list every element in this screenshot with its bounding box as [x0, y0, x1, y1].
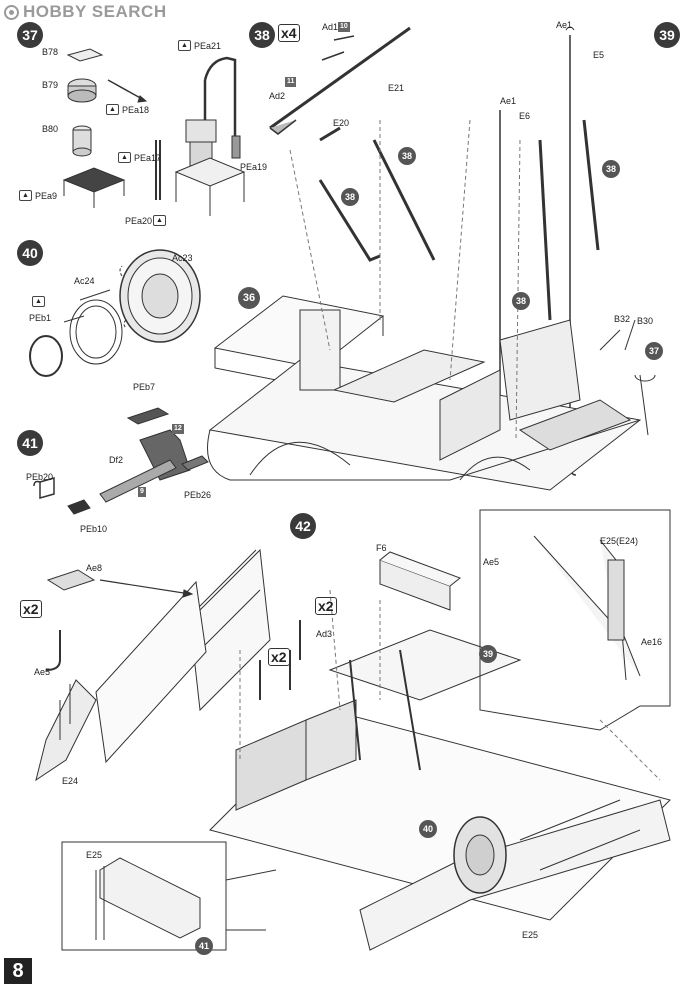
part-label: PEa17 [134, 153, 162, 163]
part-label: Ae5 [483, 557, 500, 567]
multiplier-badge: x2 [268, 648, 290, 666]
brand-logo[interactable]: HOBBY SEARCH [4, 2, 167, 22]
part-label: Ac23 [172, 253, 193, 263]
part-label: E20 [333, 118, 350, 128]
photo-etch-icon: ▲ [106, 104, 119, 115]
part-number-box: 10 [338, 22, 350, 32]
part-label: PEb1 [29, 313, 52, 323]
step37-parts [62, 48, 246, 216]
part-label: PEa19 [240, 162, 268, 172]
part-label: B30 [637, 316, 654, 326]
ref-number: 38 [344, 192, 355, 202]
photo-etch-icon: ▲ [118, 152, 131, 163]
ref-number: 38 [605, 164, 616, 174]
part-number-box: 12 [172, 424, 184, 434]
part-label: Ae16 [641, 637, 663, 647]
part-label: E24 [62, 776, 79, 786]
photo-etch-icon: ▲ [32, 296, 45, 307]
multiplier-badge: x2 [20, 600, 42, 618]
part-label: Ae1 [556, 20, 573, 30]
step-number: 36 [242, 292, 256, 304]
part-label: B78 [42, 47, 59, 57]
step-ref-badge: 38 [398, 147, 416, 165]
part-label: B32 [614, 314, 631, 324]
step40-wheel [29, 249, 201, 377]
step-38-badge: 38 [249, 22, 275, 48]
header-bar: HOBBY SEARCH [0, 0, 697, 22]
ref-number: 41 [198, 941, 209, 951]
step41-parts [33, 407, 209, 515]
page-number: 8 [4, 958, 32, 984]
part-label: B80 [42, 124, 59, 134]
part-label: Ae8 [86, 563, 103, 573]
step38-rifles [269, 26, 600, 321]
part-label: PEb26 [184, 490, 212, 500]
part-label: Ad1 [322, 22, 339, 32]
part-label: PEa18 [122, 105, 150, 115]
part-label: E21 [388, 83, 405, 93]
photo-etch-icon: ▲ [178, 40, 191, 51]
step-ref-badge: 40 [419, 820, 437, 838]
part-label: PEb10 [80, 524, 108, 534]
step42-vehicle [35, 548, 671, 951]
inset-panels [61, 509, 671, 951]
part-label: E25 [86, 850, 103, 860]
part-label: E5 [593, 50, 605, 60]
step-ref-badge: 38 [341, 188, 359, 206]
part-label: PEa20 [125, 216, 153, 226]
part-label: PEa9 [35, 191, 58, 201]
hull-top [207, 295, 656, 491]
step-39-badge: 39 [654, 22, 680, 48]
part-label: Ae5 [34, 667, 51, 677]
ref-number: 37 [648, 346, 659, 356]
part-label: Ac24 [74, 276, 95, 286]
brand-mark-icon [4, 4, 19, 20]
part-label: B79 [42, 80, 59, 90]
part-label: PEb7 [133, 382, 156, 392]
step-ref-badge: 38 [602, 160, 620, 178]
page-number-text: 8 [12, 959, 24, 982]
ref-number: 39 [482, 649, 493, 659]
part-label: Ae1 [500, 96, 517, 106]
step-number: 41 [22, 435, 38, 451]
step-ref-badge: 38 [512, 292, 530, 310]
part-label: PEb20 [26, 472, 54, 482]
step-number: 38 [254, 27, 270, 43]
step-37-badge: 37 [17, 22, 43, 48]
step-42-badge: 42 [290, 513, 316, 539]
part-label: Df2 [109, 455, 124, 465]
step-number: 42 [295, 518, 311, 534]
step-ref-badge: 41 [195, 937, 213, 955]
part-number-box: 11 [285, 77, 297, 87]
part-label: F6 [376, 543, 387, 553]
step-ref-badge: 37 [645, 342, 663, 360]
ref-number: 38 [515, 296, 526, 306]
photo-etch-icon: ▲ [153, 215, 166, 226]
ref-number: 38 [401, 151, 412, 161]
guide-lines [239, 119, 661, 781]
part-label: Ad3 [316, 629, 333, 639]
step-36-badge: 36 [238, 287, 260, 309]
ref-number: 40 [422, 824, 433, 834]
part-label: E25(E24) [600, 536, 639, 546]
multiplier-badge: x4 [278, 24, 300, 42]
part-label: PEa21 [194, 41, 222, 51]
part-number-box: 9 [138, 487, 146, 497]
step-41-badge: 41 [17, 430, 43, 456]
step-40-badge: 40 [17, 240, 43, 266]
photo-etch-icon: ▲ [19, 190, 32, 201]
part-label: E25 [522, 930, 539, 940]
step-number: 40 [22, 245, 38, 261]
multiplier-badge: x2 [315, 597, 337, 615]
step-number: 37 [22, 27, 38, 43]
step-ref-badge: 39 [479, 645, 497, 663]
part-label: E6 [519, 111, 531, 121]
step-number: 39 [659, 27, 675, 43]
part-label: Ad2 [269, 91, 286, 101]
brand-logo-text: HOBBY SEARCH [23, 2, 167, 21]
